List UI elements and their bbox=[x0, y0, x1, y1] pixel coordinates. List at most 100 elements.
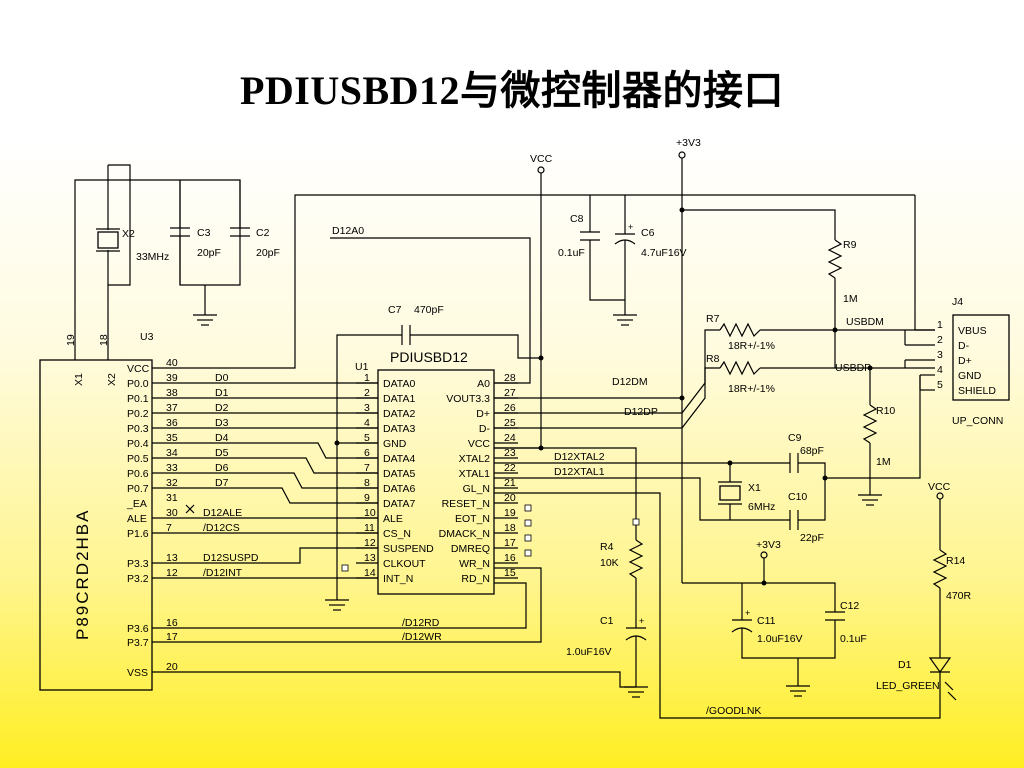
r9-resistor: R9 1M bbox=[827, 239, 858, 368]
u3-pin-name: P3.2 bbox=[127, 573, 149, 585]
x1-value: 6MHz bbox=[748, 501, 775, 513]
u1-left-pin-name: INT_N bbox=[383, 573, 413, 585]
u3-pin-name: P3.6 bbox=[127, 623, 149, 635]
r14-value: 470R bbox=[946, 590, 972, 602]
u3-net-label: D12ALE bbox=[203, 507, 242, 519]
j4-pin-name: VBUS bbox=[958, 325, 987, 337]
u1-left-pin-name: DATA5 bbox=[383, 468, 415, 480]
slide-title: PDIUSBD12与微控制器的接口 bbox=[239, 68, 785, 113]
u1-left-pin-number: 10 bbox=[364, 507, 376, 519]
u1-ground-symbol bbox=[325, 595, 349, 611]
net-usbdp-label: USBDP bbox=[835, 362, 871, 374]
svg-text:+: + bbox=[745, 608, 750, 618]
u3-pin-number: 36 bbox=[166, 417, 178, 429]
u3-pin-name: VSS bbox=[127, 667, 148, 679]
u1-left-pin-name: GND bbox=[383, 438, 407, 450]
net-xtal2-label: D12XTAL2 bbox=[554, 451, 605, 463]
j4-pin-number: 5 bbox=[937, 379, 943, 391]
u3-net-label: D3 bbox=[215, 417, 229, 429]
u3-net-label: D6 bbox=[215, 462, 229, 474]
u3-pin-name: P0.5 bbox=[127, 453, 149, 465]
net-d12dp-label: D12DP bbox=[624, 406, 658, 418]
u1-right-pin-name: XTAL2 bbox=[459, 453, 490, 465]
u3-pin-name: P0.0 bbox=[127, 378, 149, 390]
u3-pin-name: _EA bbox=[126, 498, 147, 510]
x2-value: 33MHz bbox=[136, 251, 169, 263]
j4-part: UP_CONN bbox=[952, 415, 1003, 427]
u3-pin-name: P3.7 bbox=[127, 637, 149, 649]
u1-right-pin-name: VOUT3.3 bbox=[446, 393, 490, 405]
u1-left-pin-number: 11 bbox=[364, 522, 375, 534]
r8-ref: R8 bbox=[706, 353, 720, 365]
u1-right-pin-number: 28 bbox=[504, 372, 516, 384]
crystal-x2-circuit: X2 33MHz C3 20pF C2 20pF bbox=[74, 164, 280, 330]
r14-ref: R14 bbox=[946, 555, 965, 567]
u1-left-pin-name: DATA1 bbox=[383, 393, 415, 405]
c7-value: 470pF bbox=[414, 304, 444, 316]
x2-crystal-body bbox=[97, 231, 119, 249]
u3-pin-number: 40 bbox=[166, 357, 178, 369]
u1-left-pin-number: 13 bbox=[364, 552, 376, 564]
u1-right-pin-name: WR_N bbox=[459, 558, 490, 570]
u1-left-pin-name: SUSPEND bbox=[383, 543, 434, 555]
c9-value: 68pF bbox=[800, 445, 824, 457]
c11-value: 1.0uF16V bbox=[757, 633, 803, 645]
u1-left-pin-number: 3 bbox=[364, 402, 370, 414]
c2-ref: C2 bbox=[256, 227, 270, 239]
c10-ref: C10 bbox=[788, 491, 807, 503]
u3-pin-name: P0.6 bbox=[127, 468, 149, 480]
u3-net-label: D4 bbox=[215, 432, 229, 444]
u1-left-pin-name: DATA7 bbox=[383, 498, 415, 510]
u1-left-pin-number: 8 bbox=[364, 477, 370, 489]
j4-pin-name: D- bbox=[958, 340, 970, 352]
c8-c6-decoupling: C8 0.1uF + C6 4.7uF16V bbox=[558, 195, 687, 326]
r7-ref: R7 bbox=[706, 313, 720, 325]
u3-pin-number: 17 bbox=[166, 631, 178, 643]
c7-capacitor: C7 470pF bbox=[336, 304, 541, 595]
u1-right-pin-number: 23 bbox=[504, 447, 516, 459]
unused-pin-markers bbox=[185, 504, 532, 572]
c3-value: 20pF bbox=[197, 247, 221, 259]
u1-left-pin-name: ALE bbox=[383, 513, 403, 525]
u3-pin-name: P1.6 bbox=[127, 528, 149, 540]
u1-left-pin-number: 1 bbox=[364, 372, 370, 384]
u3-pin-name: P0.1 bbox=[127, 393, 149, 405]
c3-ref: C3 bbox=[197, 227, 211, 239]
u1-pin-list: DATA01DATA12DATA23DATA34GND5DATA46DATA57… bbox=[364, 372, 516, 585]
u3-pin-x1-label: X1 bbox=[73, 373, 85, 386]
c8-ref: C8 bbox=[570, 213, 584, 225]
j4-body bbox=[952, 314, 1010, 401]
u3-pin-number: 16 bbox=[166, 617, 178, 629]
u1-right-pin-number: 24 bbox=[504, 432, 516, 444]
v33-label-bottom: +3V3 bbox=[756, 539, 781, 551]
j4-pin-number: 4 bbox=[937, 364, 943, 376]
c11-ref: C11 bbox=[757, 615, 776, 627]
c9-ref: C9 bbox=[788, 432, 802, 444]
u1-right-pin-name: A0 bbox=[477, 378, 490, 390]
u1-left-pin-name: DATA4 bbox=[383, 453, 415, 465]
x1-crystal-body bbox=[719, 485, 741, 501]
c1-value: 1.0uF16V bbox=[566, 646, 612, 658]
vcc-label-led: VCC bbox=[928, 481, 951, 493]
j4-pin-name: SHIELD bbox=[958, 385, 996, 397]
c7-ref: C7 bbox=[388, 304, 402, 316]
c6-ref: C6 bbox=[641, 227, 655, 239]
j4-pin-name: D+ bbox=[958, 355, 972, 367]
u3-pin-name: P0.7 bbox=[127, 483, 149, 495]
u3-pin-name: ALE bbox=[127, 513, 147, 525]
net-d12dm-label: D12DM bbox=[612, 376, 648, 388]
j4-pin-number: 1 bbox=[937, 319, 943, 331]
c10-value: 22pF bbox=[800, 532, 824, 544]
u1-right-pin-number: 27 bbox=[504, 387, 516, 399]
u1-left-pin-number: 12 bbox=[364, 537, 376, 549]
x1-ref: X1 bbox=[748, 482, 761, 494]
u3-pin-number: 13 bbox=[166, 552, 178, 564]
u1-right-pin-name: XTAL1 bbox=[459, 468, 490, 480]
oscillator-x1-circuit: R10 1M C9 68pF C10 22pF X1 6MHz D12XTAL2… bbox=[494, 368, 921, 544]
u3-net-label: /D12CS bbox=[203, 522, 240, 534]
u1-right-pin-name: GL_N bbox=[463, 483, 490, 495]
r4-ref: R4 bbox=[600, 541, 614, 553]
